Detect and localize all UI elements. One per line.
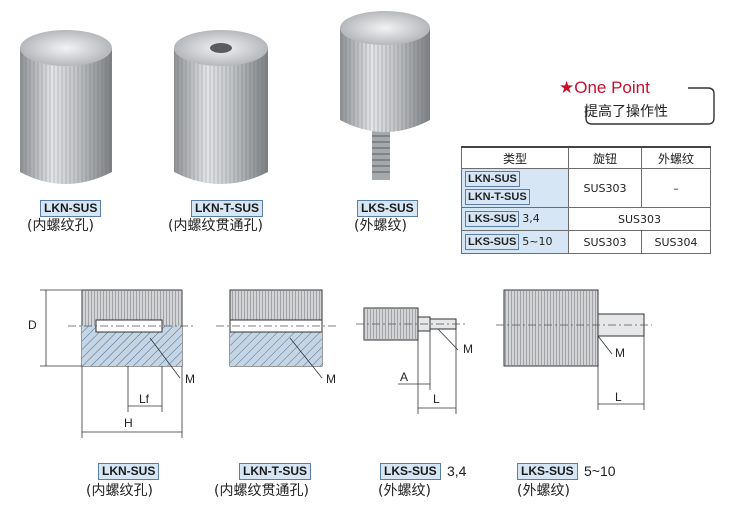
photo-lks-sus [340,11,430,180]
dim-l-label: L [433,392,440,406]
drawing-lks-sus-large [496,289,652,410]
product-caption: (外螺纹) [354,218,407,234]
drawing-code-badge: LKN-SUS [98,463,160,480]
dim-m-label: M [615,346,625,360]
knob-thread-cell: SUS303 [568,207,711,231]
drawing-lkn-t-sus [216,289,336,379]
table-header: 外螺纹 [641,146,711,169]
spec-table: 类型 旋钮 外螺纹 LKN-SUS LKN-T-SUS SUS303 – LKS… [461,146,711,254]
knob-cell: SUS303 [568,168,642,208]
dim-a-label: A [400,370,409,384]
drawing-code-badge: LKS-SUS [517,463,578,480]
product-code-badge: LKS-SUS [357,200,418,217]
drawing-lks-sus-small [356,307,466,414]
drawing-lkn-sus [40,289,196,438]
one-point-title: ★One Point [559,78,650,97]
photo-lkn-sus [20,30,112,184]
technical-drawings [40,289,652,438]
product-code-badge: LKN-SUS [40,200,102,217]
dim-m-label: M [185,372,195,386]
thread-cell: – [641,168,711,208]
product-code-badge: LKN-T-SUS [191,200,263,217]
dim-l-label: L [615,390,622,404]
type-badge: LKS-SUS [465,211,520,227]
type-badge: LKS-SUS [465,234,520,250]
type-badge: LKN-T-SUS [465,189,530,205]
type-badge: LKN-SUS [465,171,520,187]
dim-m-label: M [326,372,336,386]
dim-m-label: M [463,342,473,356]
dim-lf-label: Lf [139,392,150,406]
type-cell: LKN-SUS LKN-T-SUS [461,168,569,208]
drawing-caption: (内螺纹贯通孔) [214,483,309,499]
drawing-code-suffix: 3,4 [447,463,467,479]
table-header: 旋钮 [568,146,642,169]
drawing-code-suffix: 5~10 [584,463,616,479]
drawing-code-badge: LKS-SUS [380,463,441,480]
photo-lkn-t-sus [174,30,268,184]
drawing-caption: (内螺纹孔) [86,483,153,499]
drawing-caption: (外螺纹) [517,483,570,499]
table-row: LKN-SUS LKN-T-SUS SUS303 – [461,168,711,208]
product-caption: (内螺纹贯通孔) [168,218,263,234]
type-suffix: 3,4 [522,212,540,225]
thread-cell: SUS304 [641,230,711,254]
dim-h-label: H [124,416,133,430]
product-photos [20,11,430,184]
dim-d-label: D [28,318,37,332]
one-point-subtitle: 提高了操作性 [584,104,668,120]
type-suffix: 5~10 [522,235,553,248]
knob-cell: SUS303 [568,230,642,254]
drawing-caption: (外螺纹) [378,483,431,499]
drawing-code-badge: LKN-T-SUS [239,463,311,480]
product-caption: (内螺纹孔) [27,218,94,234]
one-point-bracket [585,87,715,125]
table-header: 类型 [461,146,569,169]
